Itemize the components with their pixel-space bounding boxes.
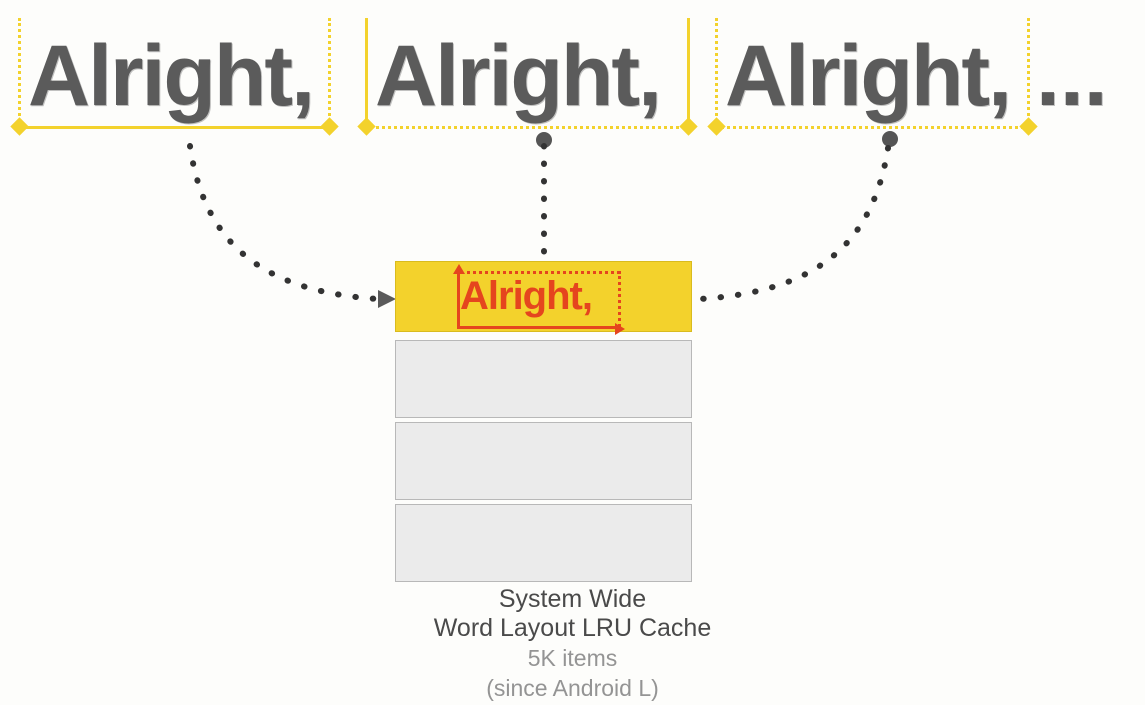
connector-arrowhead-icon [378, 290, 396, 308]
measure-rule-right-1 [328, 18, 331, 128]
cache-slot-empty-2[interactable] [395, 422, 692, 500]
measure-rule-right-3 [1027, 18, 1030, 128]
connector-word-3-to-cache [697, 145, 891, 302]
cached-word-label: Alright, [460, 274, 593, 318]
measure-baseline-3 [715, 126, 1030, 129]
measure-rule-right-2 [687, 18, 690, 128]
measure-diamond-right-1 [320, 117, 339, 136]
measure-diamond-left-1 [10, 117, 29, 136]
cache-slot-empty-3[interactable] [395, 504, 692, 582]
measure-rule-left-2 [365, 18, 368, 128]
cache-slot-empty-1[interactable] [395, 340, 692, 418]
connector-word-1-to-cache [187, 143, 381, 302]
caption-line-1: System Wide [498, 585, 647, 613]
measure-diamond-left-2 [357, 117, 376, 136]
measure-baseline-2 [365, 126, 690, 129]
advance-width-arrow-icon [457, 323, 625, 335]
caption-line-3: 5K items [527, 645, 618, 671]
cache-caption: System Wide Word Layout LRU Cache 5K ite… [0, 585, 1145, 703]
advance-right-guide [618, 271, 621, 327]
measure-baseline-1 [18, 126, 331, 129]
measure-diamond-right-2 [679, 117, 698, 136]
word-label-2: Alright, [375, 28, 662, 124]
word-label-3: Alright, [725, 28, 1012, 124]
ellipsis-label: ... [1036, 28, 1108, 124]
measured-word-3: Alright, [707, 18, 1038, 138]
measured-word-2: Alright, [357, 18, 698, 138]
measure-rule-left-3 [715, 18, 718, 128]
caption-line-2: Word Layout LRU Cache [433, 614, 712, 642]
measured-word-1: Alright, [10, 18, 339, 138]
measure-diamond-right-3 [1019, 117, 1038, 136]
caption-line-4: (since Android L) [486, 675, 659, 701]
measure-diamond-left-3 [707, 117, 726, 136]
advance-top-guide [460, 271, 620, 274]
cache-slot-filled[interactable]: Alright, [395, 261, 692, 335]
lru-cache-stack: Alright, [395, 261, 692, 586]
word-label-1: Alright, [28, 28, 315, 124]
measure-rule-left-1 [18, 18, 21, 128]
advance-height-arrow-icon [453, 264, 465, 329]
